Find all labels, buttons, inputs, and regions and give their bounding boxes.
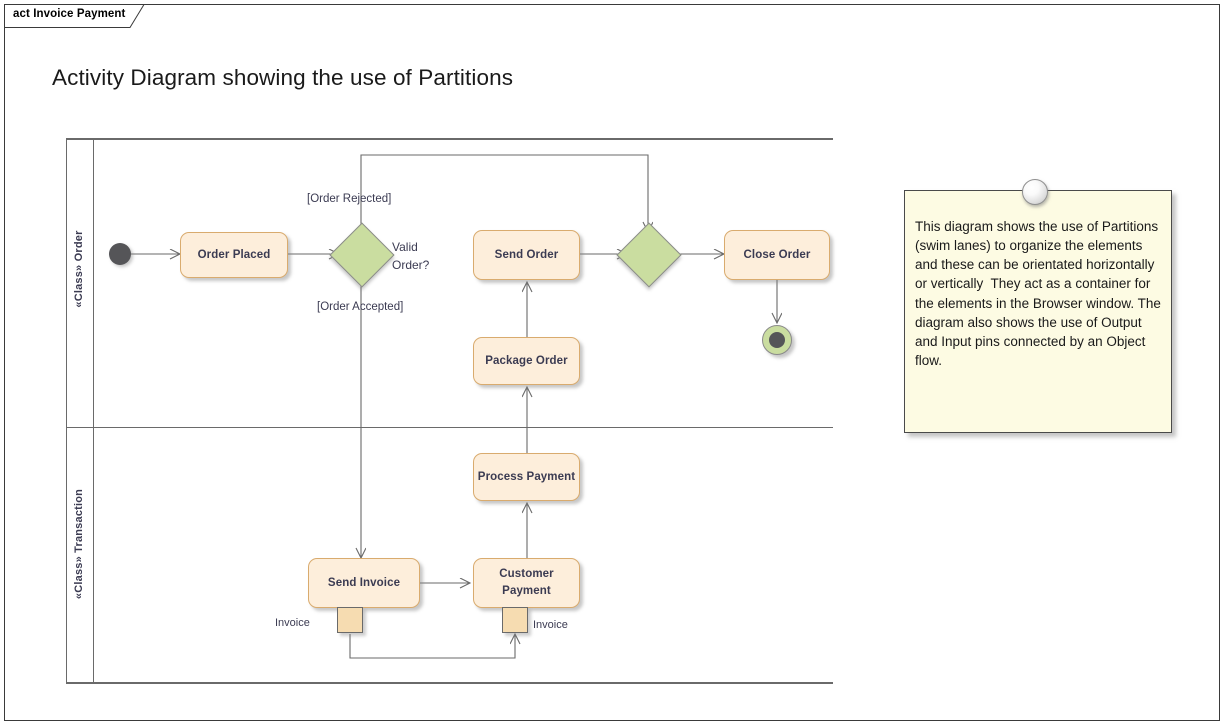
page-title: Activity Diagram showing the use of Part… xyxy=(52,65,514,90)
partition-container: «Class» Order «Class» Transaction xyxy=(66,138,833,684)
output-pin-label-invoice: Invoice xyxy=(275,617,310,629)
diagram-frame-tab: act Invoice Payment xyxy=(4,4,152,28)
partition-label-order: «Class» Order xyxy=(73,230,85,308)
frame-tab-label: act Invoice Payment xyxy=(13,8,126,20)
action-close-order[interactable]: Close Order xyxy=(724,230,830,280)
diagram-note[interactable]: This diagram shows the use of Partitions… xyxy=(904,179,1172,433)
input-pin-invoice[interactable] xyxy=(502,607,528,633)
action-send-order[interactable]: Send Order xyxy=(473,230,580,280)
action-order-placed[interactable]: Order Placed xyxy=(180,232,288,278)
input-pin-label-invoice: Invoice xyxy=(533,619,568,631)
output-pin-invoice[interactable] xyxy=(337,607,363,633)
note-anchor-icon xyxy=(1022,179,1048,205)
partition-label-transaction: «Class» Transaction xyxy=(73,488,85,600)
partition-divider xyxy=(66,427,833,428)
partition-inner-vline xyxy=(93,138,94,684)
activity-final-inner xyxy=(769,332,785,348)
guard-order-rejected: [Order Rejected] xyxy=(307,193,392,205)
note-text: This diagram shows the use of Partitions… xyxy=(915,219,1165,369)
action-send-invoice[interactable]: Send Invoice xyxy=(308,558,420,608)
partition-top-border xyxy=(66,138,833,140)
activity-final-node[interactable] xyxy=(762,325,792,355)
guard-order-accepted: [Order Accepted] xyxy=(317,301,404,313)
initial-node[interactable] xyxy=(109,243,131,265)
partition-bottom-border xyxy=(66,682,833,684)
partition-outer-vline xyxy=(66,138,67,684)
frame-tab-shape xyxy=(4,4,145,28)
action-package-order[interactable]: Package Order xyxy=(473,337,580,385)
action-process-payment[interactable]: Process Payment xyxy=(473,453,580,501)
